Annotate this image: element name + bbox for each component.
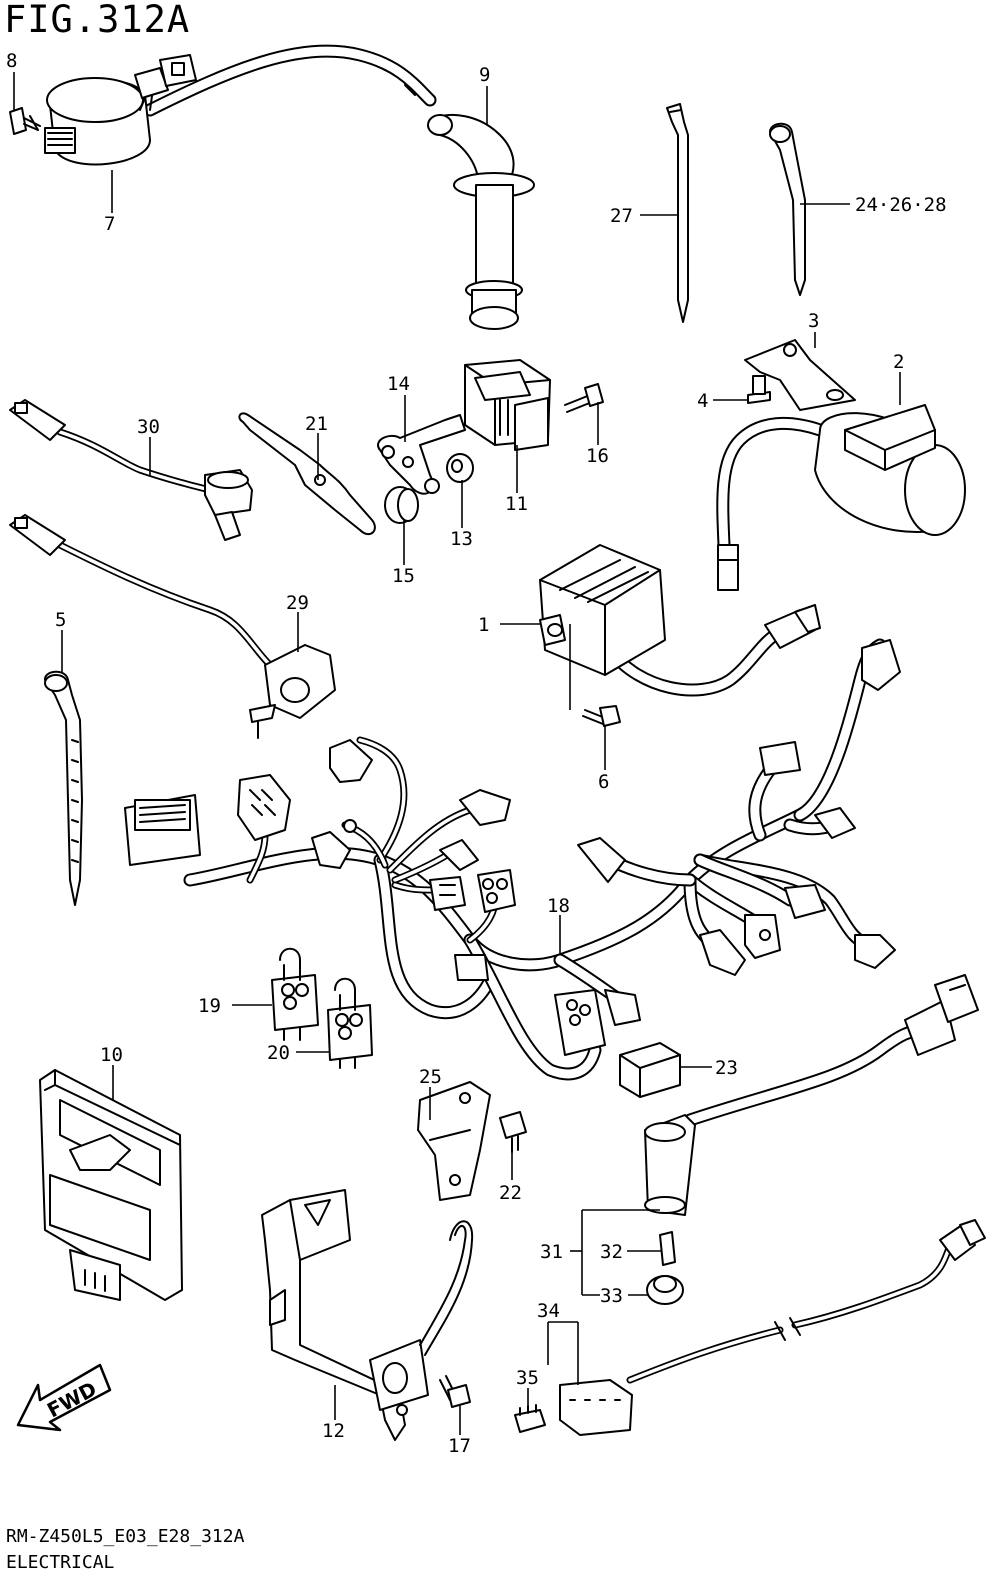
label-part-5: 5: [55, 609, 66, 631]
part-4-bolt[interactable]: [747, 375, 771, 404]
part-21-stay[interactable]: [238, 412, 376, 536]
part-32-terminal[interactable]: [659, 1231, 676, 1266]
label-part-27: 27: [610, 205, 633, 227]
label-part-18: 18: [547, 895, 570, 917]
part-5-cable-tie[interactable]: [44, 670, 83, 906]
part-12-bracket[interactable]: [261, 1189, 474, 1441]
part-8-screw[interactable]: [9, 107, 41, 135]
part-27-cable-tie[interactable]: [666, 103, 689, 323]
part-16-bolt[interactable]: [564, 383, 604, 413]
label-part-21: 21: [305, 413, 328, 435]
leader-lines: [13, 72, 901, 1435]
part-23-cover[interactable]: [619, 1042, 681, 1098]
label-part-23: 23: [715, 1057, 738, 1079]
part-17-bolt[interactable]: [439, 1375, 471, 1408]
label-part-33: 33: [600, 1285, 623, 1307]
label-part-14: 14: [387, 373, 410, 395]
part-7-coil[interactable]: [44, 44, 437, 166]
part-18-main-harness[interactable]: [124, 638, 901, 1081]
label-part-4: 4: [697, 390, 708, 412]
part-25-bracket[interactable]: [417, 1081, 491, 1201]
part-24-26-28-clamp[interactable]: [769, 122, 806, 296]
label-part-30: 30: [137, 416, 160, 438]
part-35-fuse[interactable]: [514, 1404, 546, 1433]
figure-title: FIG.312A: [4, 0, 191, 41]
label-part-3: 3: [808, 310, 819, 332]
part-33-grommet[interactable]: [646, 1275, 684, 1305]
part-10-ecm[interactable]: [39, 1069, 183, 1301]
label-part-12: 12: [322, 1420, 345, 1442]
label-part-22: 22: [499, 1182, 522, 1204]
part-34-lead-wire[interactable]: [559, 1219, 986, 1436]
part-22-bolt[interactable]: [499, 1111, 527, 1153]
label-part-20: 20: [267, 1042, 290, 1064]
part-14-bracket[interactable]: [377, 414, 466, 495]
part-31-plug-cap[interactable]: [644, 974, 979, 1216]
label-part-29: 29: [286, 592, 309, 614]
label-part-34: 34: [537, 1300, 560, 1322]
label-part-32: 32: [600, 1241, 623, 1263]
label-part-6: 6: [598, 771, 609, 793]
part-19-connector[interactable]: [271, 947, 319, 1041]
part-29-sensor[interactable]: [9, 514, 336, 739]
part-6-bolt[interactable]: [582, 705, 621, 727]
label-part-1: 1: [478, 614, 489, 636]
part-15-grommet[interactable]: [384, 486, 419, 524]
label-part-9: 9: [479, 64, 490, 86]
label-part-24-26-28: 24·26·28: [855, 194, 947, 216]
part-30-switch[interactable]: [9, 399, 253, 541]
label-part-15: 15: [392, 565, 415, 587]
label-part-11: 11: [505, 493, 528, 515]
part-11-relay[interactable]: [464, 359, 551, 451]
label-part-25: 25: [419, 1066, 442, 1088]
model-code: RM-Z450L5_E03_E28_312A: [6, 1526, 245, 1547]
label-part-13: 13: [450, 528, 473, 550]
label-part-10: 10: [100, 1044, 123, 1066]
label-part-35: 35: [516, 1367, 539, 1389]
section-title: ELECTRICAL: [6, 1552, 115, 1573]
part-2-condenser[interactable]: [716, 404, 966, 591]
label-part-2: 2: [893, 351, 904, 373]
label-part-7: 7: [104, 213, 115, 235]
part-3-bracket[interactable]: [744, 339, 856, 411]
part-9-plug-cap[interactable]: [427, 114, 535, 330]
label-part-19: 19: [198, 995, 221, 1017]
label-part-31: 31: [540, 1241, 563, 1263]
label-part-17: 17: [448, 1435, 471, 1457]
label-part-16: 16: [586, 445, 609, 467]
part-labels: 8 7 9 27 24·26·28 3 2 4 14 16 21 30 11 1…: [6, 50, 947, 1457]
label-part-8: 8: [6, 50, 17, 72]
fwd-arrow-icon: FWD: [16, 1363, 112, 1432]
part-1-regulator[interactable]: [539, 544, 821, 697]
part-20-connector[interactable]: [327, 977, 373, 1069]
part-13-collar[interactable]: [446, 453, 474, 483]
